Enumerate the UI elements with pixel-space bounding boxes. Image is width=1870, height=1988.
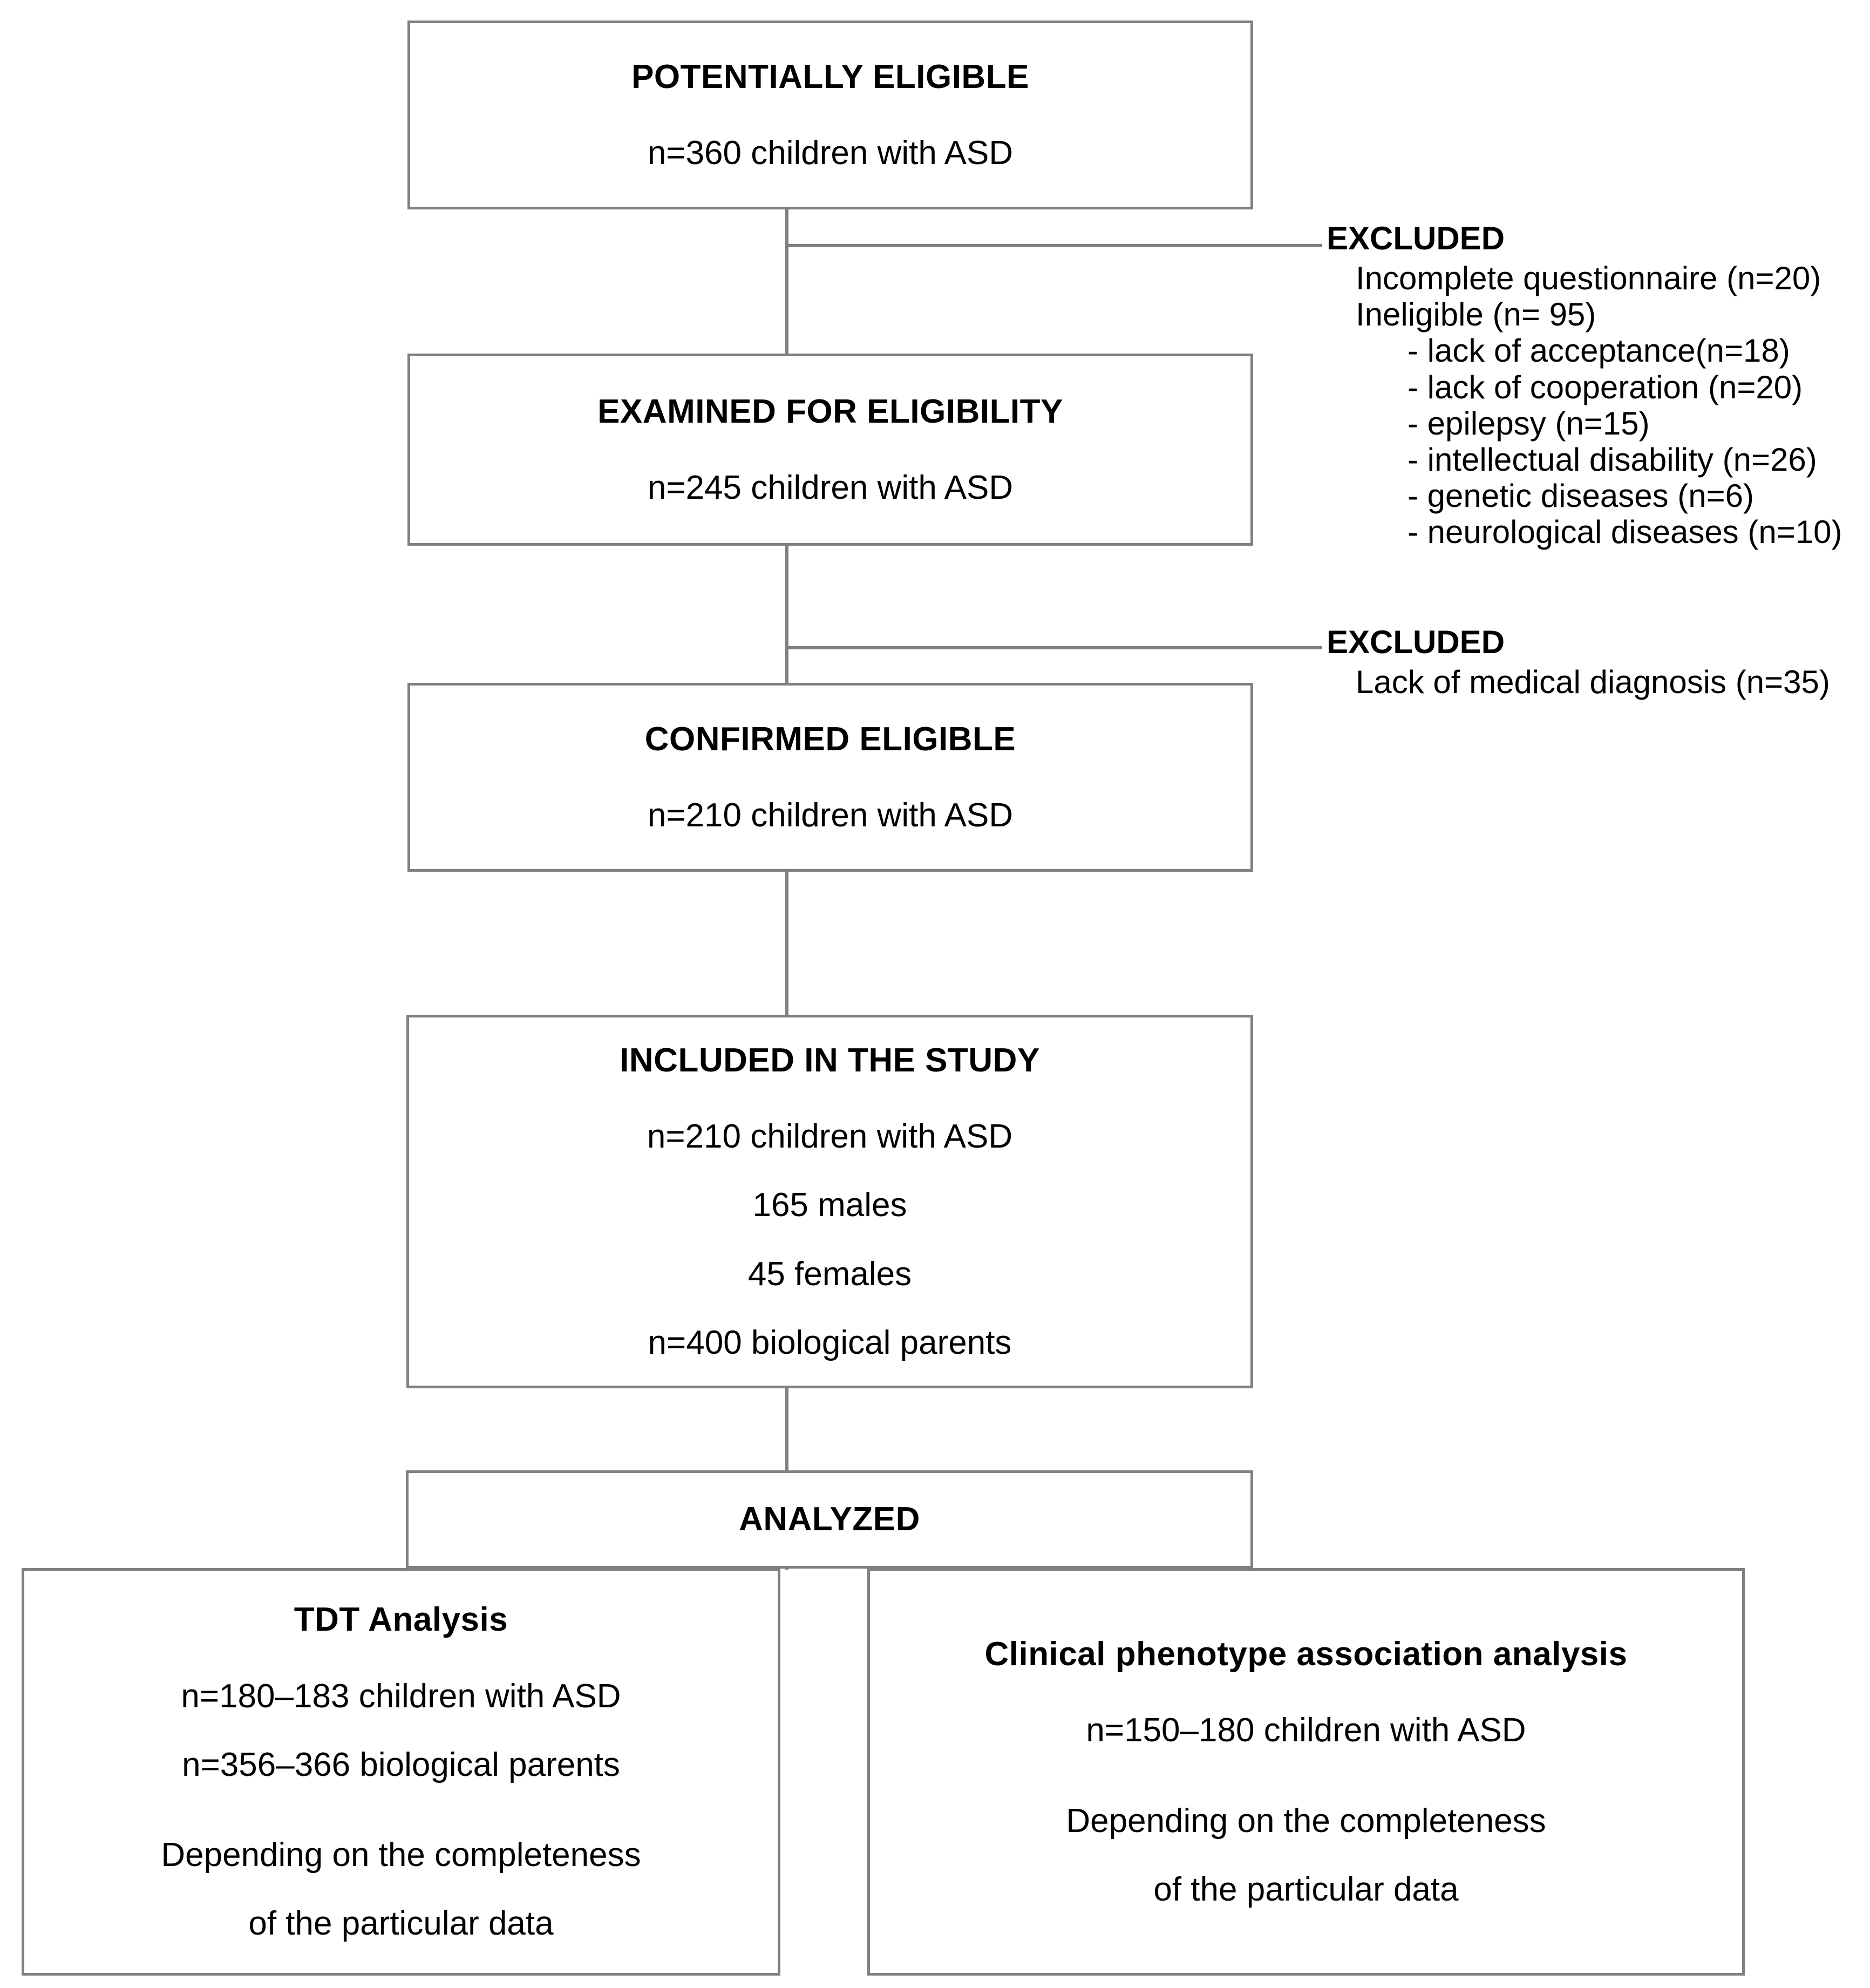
- node-line: Depending on the completeness: [1066, 1802, 1546, 1840]
- node-confirmed-eligible: CONFIRMED ELIGIBLE n=210 children with A…: [407, 683, 1253, 872]
- exclusion-subitem: - intellectual disability (n=26): [1407, 441, 1817, 478]
- node-tdt-analysis: TDT Analysis n=180–183 children with ASD…: [22, 1568, 780, 1976]
- node-clinical-phenotype-analysis: Clinical phenotype association analysis …: [867, 1568, 1745, 1976]
- connector-vertical-box3-to-box4: [785, 871, 788, 1016]
- connector-vertical-box1-to-box2: [785, 209, 788, 355]
- node-line: n=360 children with ASD: [647, 134, 1014, 172]
- node-line: 45 females: [747, 1255, 912, 1293]
- node-title: INCLUDED IN THE STUDY: [620, 1041, 1040, 1079]
- node-line: of the particular data: [248, 1905, 554, 1943]
- node-line: n=356–366 biological parents: [182, 1746, 620, 1783]
- exclusion-subitem: - lack of acceptance(n=18): [1407, 333, 1790, 369]
- connector-branch-excluded-1: [785, 244, 1322, 247]
- exclusion-heading: EXCLUDED: [1327, 624, 1505, 660]
- exclusion-item: Lack of medical diagnosis (n=35): [1356, 664, 1830, 700]
- exclusion-subitem: - neurological diseases (n=10): [1407, 514, 1842, 551]
- connector-vertical-box2-to-box3: [785, 545, 788, 684]
- exclusion-subitem: - epilepsy (n=15): [1407, 405, 1650, 442]
- node-line: n=150–180 children with ASD: [1086, 1712, 1526, 1749]
- node-title: POTENTIALLY ELIGIBLE: [631, 58, 1029, 96]
- node-examined-for-eligibility: EXAMINED FOR ELIGIBILITY n=245 children …: [407, 354, 1253, 546]
- exclusion-note-2: EXCLUDED Lack of medical diagnosis (n=35…: [1327, 624, 1830, 701]
- node-line: n=210 children with ASD: [647, 1118, 1013, 1156]
- connector-branch-excluded-2: [785, 646, 1322, 649]
- node-line: n=400 biological parents: [648, 1324, 1012, 1361]
- node-line: n=180–183 children with ASD: [181, 1677, 621, 1715]
- node-line: 165 males: [752, 1186, 907, 1224]
- node-line: of the particular data: [1153, 1870, 1459, 1908]
- node-analyzed: ANALYZED: [406, 1470, 1253, 1569]
- node-line: n=245 children with ASD: [647, 469, 1014, 506]
- exclusion-note-1: EXCLUDED Incomplete questionnaire (n=20)…: [1327, 222, 1842, 551]
- exclusion-heading: EXCLUDED: [1327, 220, 1505, 256]
- node-line: n=210 children with ASD: [647, 797, 1014, 834]
- exclusion-subitem: - genetic diseases (n=6): [1407, 478, 1755, 514]
- exclusion-subitem: - lack of cooperation (n=20): [1407, 369, 1803, 405]
- node-title: EXAMINED FOR ELIGIBILITY: [597, 392, 1063, 430]
- node-title: Clinical phenotype association analysis: [984, 1635, 1628, 1673]
- exclusion-item: Ineligible (n= 95): [1356, 296, 1596, 333]
- node-included-in-the-study: INCLUDED IN THE STUDY n=210 children wit…: [406, 1015, 1253, 1388]
- node-title: ANALYZED: [739, 1501, 920, 1538]
- node-potentially-eligible: POTENTIALLY ELIGIBLE n=360 children with…: [407, 21, 1253, 209]
- exclusion-item: Incomplete questionnaire (n=20): [1356, 260, 1821, 296]
- node-title: CONFIRMED ELIGIBLE: [644, 720, 1016, 758]
- node-line: Depending on the completeness: [161, 1836, 641, 1874]
- connector-vertical-box4-to-analyzed: [785, 1387, 788, 1473]
- node-title: TDT Analysis: [294, 1601, 508, 1639]
